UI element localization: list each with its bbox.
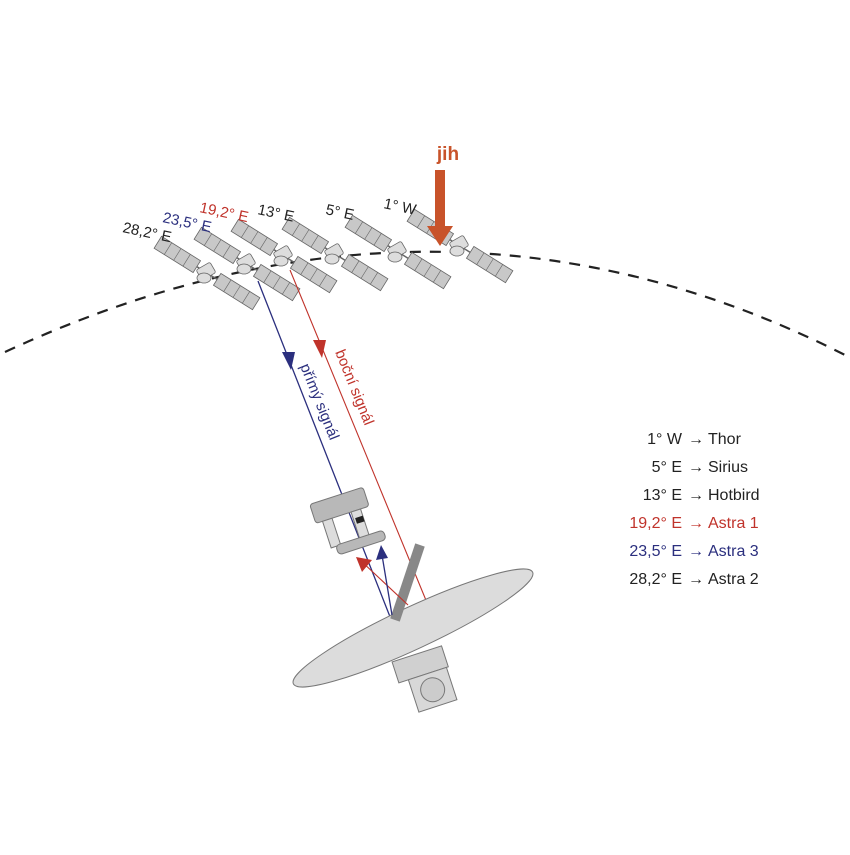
- lnb: [309, 487, 386, 555]
- svg-text:→: →: [688, 543, 704, 560]
- side-signal-line: [289, 269, 431, 611]
- svg-text:1° W: 1° W: [647, 431, 683, 448]
- svg-text:→: →: [688, 515, 704, 532]
- svg-text:19,2° E: 19,2° E: [629, 515, 682, 532]
- svg-text:→: →: [688, 487, 704, 504]
- south-label: jih: [436, 144, 459, 165]
- svg-text:Astra 2: Astra 2: [708, 571, 759, 588]
- svg-text:28,2° E: 28,2° E: [629, 571, 682, 588]
- direct-signal-line: [257, 280, 397, 633]
- svg-text:→: →: [688, 431, 704, 448]
- legend-item-astra-2: 28,2° E → Astra 2: [629, 571, 758, 588]
- sat-label-13e: 13° E: [256, 201, 296, 225]
- south-arrow-icon: [427, 170, 453, 246]
- svg-text:5° E: 5° E: [652, 459, 682, 476]
- legend: 1° W → Thor 5° E → Sirius 13° E → Hotbir…: [629, 431, 759, 588]
- svg-text:Astra 3: Astra 3: [708, 543, 759, 560]
- svg-text:Hotbird: Hotbird: [708, 487, 760, 504]
- legend-item-thor: 1° W → Thor: [647, 431, 741, 448]
- sat-label-1w: 1° W: [382, 195, 418, 219]
- legend-item-astra-3: 23,5° E → Astra 3: [629, 543, 758, 560]
- svg-text:Thor: Thor: [708, 431, 742, 448]
- svg-text:Astra 1: Astra 1: [708, 515, 759, 532]
- satellite-dish: [292, 487, 534, 713]
- direct-signal-label: přímý signál: [296, 361, 342, 442]
- legend-item-hotbird: 13° E → Hotbird: [643, 487, 760, 504]
- svg-text:23,5° E: 23,5° E: [629, 543, 682, 560]
- legend-item-sirius: 5° E → Sirius: [652, 459, 748, 476]
- sat-label-5e: 5° E: [324, 201, 355, 224]
- svg-text:13° E: 13° E: [643, 487, 682, 504]
- orbit-arc: [4, 250, 846, 356]
- svg-text:→: →: [688, 459, 704, 476]
- svg-text:Sirius: Sirius: [708, 459, 748, 476]
- svg-text:→: →: [688, 571, 704, 588]
- legend-item-astra-1: 19,2° E → Astra 1: [629, 515, 758, 532]
